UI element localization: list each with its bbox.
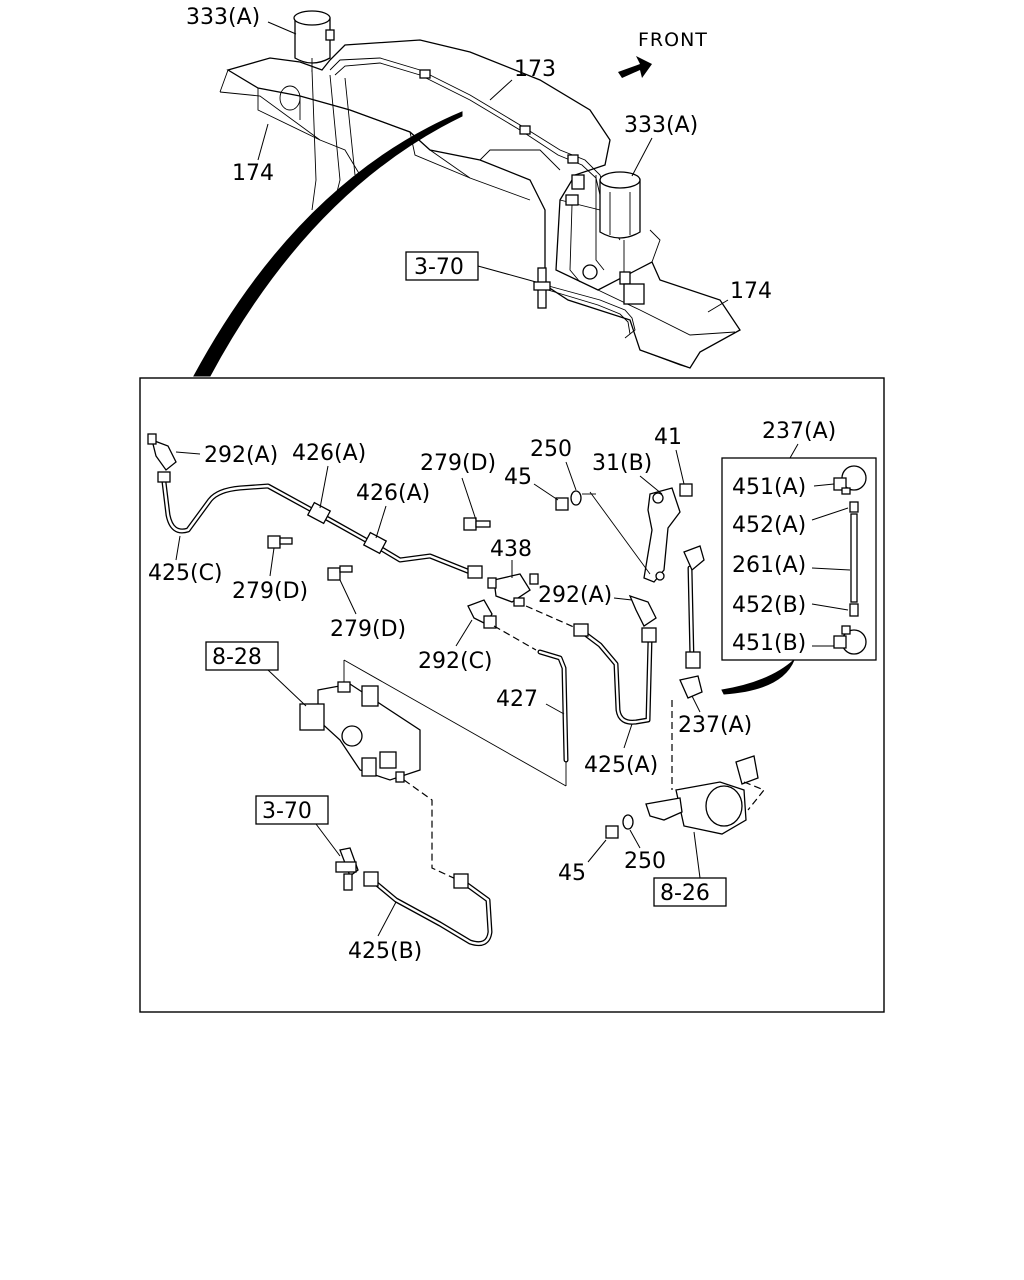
sensor-assembly [645,755,765,835]
label-frame-left: 174 [232,161,274,186]
label-pipe-425b: 425(B) [348,939,422,964]
nut-41 [679,483,693,497]
label-pipe-425a: 425(A) [584,753,658,778]
label-elbow-292c: 292(C) [418,649,493,674]
front-label: FRONT [638,29,708,51]
label-hose-237a-bottom: 237(A) [678,713,752,738]
label-pipe-425c: 425(C) [148,561,223,586]
label-hose-427: 427 [496,687,538,712]
detail-callout-arc-right [721,659,795,695]
connector-3-70-detail [335,847,359,891]
clip-426a-2 [362,531,388,555]
label-frame-right: 174 [730,279,772,304]
label-elbow-292a-left: 292(A) [204,443,278,468]
connector-pipe-top [477,265,636,339]
label-clip-426a-1: 426(A) [292,441,366,466]
label-bolt-279d-top: 279(D) [420,451,496,476]
elbow-292a-mid [628,594,657,627]
washer-250-top [570,490,582,506]
inset-title: 237(A) [762,419,836,444]
elbow-292c [467,599,497,629]
label-nut-45-bottom: 45 [558,861,586,886]
detail-view: 292(A) 426(A) 426(A) 279(D) 45 250 31(B)… [139,377,885,1013]
washer-250-bottom [622,814,634,830]
inset-hose-237a: 237(A) 451(A) 452(A) 261(A) 452(B) 451(B… [721,419,877,661]
ring-452b-icon [849,603,859,617]
label-bracket-31b: 31(B) [592,451,652,476]
label-washer-250-top: 250 [530,437,572,462]
fitting-451b-icon [833,625,867,655]
ref-connector-top: 3-70 [414,255,464,280]
nut-45-bottom [605,825,619,839]
air-tank-right [565,171,645,305]
label-clip-426a-2: 426(A) [356,481,430,506]
pipe-425c [157,471,483,579]
bolt-279d-bottom [327,565,353,581]
detail-callout-arc [193,111,463,377]
hose-261a-icon [850,513,858,603]
nut-45-top [555,497,569,511]
pipe-425b [363,871,493,947]
ref-sensor: 8-26 [660,881,710,906]
bolt-279d-top [463,517,491,531]
label-bolt-279d-left: 279(D) [232,579,308,604]
frame-crossmember [219,39,741,369]
pipe-nut [467,565,483,579]
label-elbow-292a-mid: 292(A) [538,583,612,608]
detail-frame [139,377,885,1013]
ref-box-valve [205,641,279,671]
inset-item-261a: 261(A) [732,553,806,578]
inset-item-452a: 452(A) [732,513,806,538]
elbow-292a-left [147,433,177,471]
label-nut-41: 41 [654,425,682,450]
pipe-173 [329,57,606,196]
top-assembly-view: FRONT 333(A) 173 333(A) 174 174 3-70 [186,5,795,695]
pipe-nut [157,471,171,483]
ref-box-connector-top [405,251,479,281]
ref-valve: 8-28 [212,645,262,670]
label-washer-250-bottom: 250 [624,849,666,874]
ring-452a-icon [849,501,859,513]
ref-box-sensor [653,877,727,907]
label-pipe-173: 173 [514,57,556,82]
inset-frame [721,457,877,661]
air-tank-left [293,10,335,72]
inset-item-451a: 451(A) [732,475,806,500]
clip-426a-1 [306,501,332,525]
tee-438 [487,573,539,607]
label-tee-438: 438 [490,537,532,562]
pipe-425a [573,623,657,725]
fitting-451a-icon [833,465,867,495]
ref-connector-detail: 3-70 [262,799,312,824]
hose-427 [537,649,569,763]
hose-237a [679,545,705,699]
bracket-31b [643,483,693,583]
valve-assembly [299,681,421,783]
inset-item-452b: 452(B) [732,593,806,618]
label-tank-left: 333(A) [186,5,260,30]
label-tank-right: 333(A) [624,113,698,138]
label-bolt-279d-bottom: 279(D) [330,617,406,642]
front-arrow-icon [618,56,652,78]
inset-item-451b: 451(B) [732,631,806,656]
bolt-279d-left [267,535,293,549]
label-nut-45-top: 45 [504,465,532,490]
ref-box-connector-detail [255,795,329,825]
